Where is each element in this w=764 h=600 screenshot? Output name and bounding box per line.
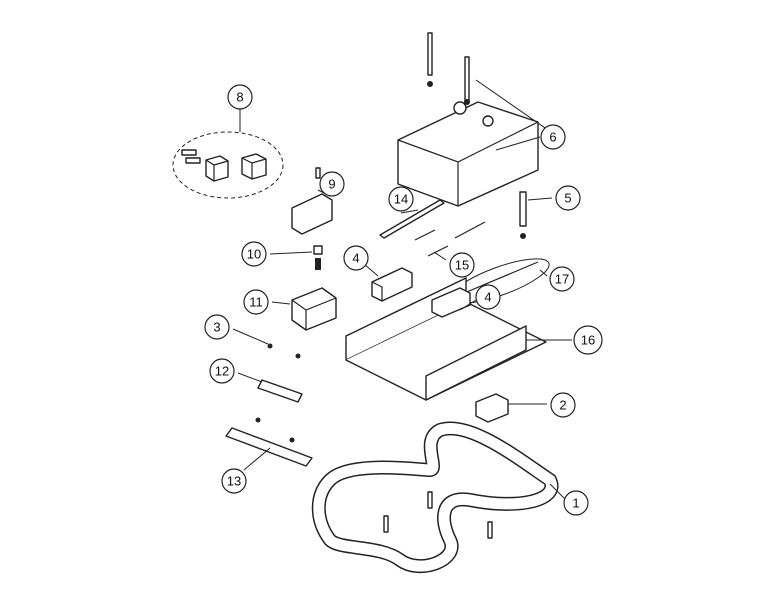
svg-text:13: 13 [227,474,241,489]
callout-5: 5 [555,185,581,211]
svg-text:6: 6 [549,130,556,145]
callout-10: 10 [241,241,267,267]
part-11-relay-cover [271,287,337,331]
svg-text:1: 1 [572,496,579,511]
svg-text:4: 4 [352,251,359,266]
callout-1: 1 [563,490,589,516]
part-2-rocker-switch [475,393,547,423]
svg-text:9: 9 [328,177,335,192]
part-12-bracket [237,372,303,403]
svg-text:12: 12 [215,364,229,379]
callout-6: 6 [540,124,566,150]
callout-15: 15 [449,252,475,278]
part-3-screw [232,328,301,359]
part-15-pins [414,221,486,261]
svg-text:10: 10 [247,247,261,262]
svg-text:5: 5 [564,191,571,206]
part-6-control-box [397,32,549,207]
part-13-mounting-plate [225,417,313,471]
callout-9: 9 [319,171,345,197]
callout-17: 17 [549,266,575,292]
callout-4a: 4 [343,245,369,271]
callout-12: 12 [209,358,235,384]
callout-8: 8 [227,84,253,132]
callout-16: 16 [573,325,603,355]
part-16-tray [345,277,572,401]
svg-text:14: 14 [394,192,408,207]
part-9-switch-module [291,167,333,235]
callout-14: 14 [388,186,414,212]
callout-4b: 4 [459,284,501,311]
svg-text:16: 16 [581,333,595,348]
svg-text:8: 8 [236,90,243,105]
part-10-nut [269,245,323,270]
svg-text:3: 3 [213,320,220,335]
svg-text:11: 11 [249,295,263,310]
svg-text:17: 17 [555,272,569,287]
svg-text:2: 2 [559,398,566,413]
callout-13: 13 [221,468,247,494]
part-5-pin [519,191,553,239]
part-4-terminal-block-a [363,263,413,302]
callout-2: 2 [550,392,576,418]
part-1-heating-element [311,421,567,574]
svg-text:4: 4 [484,290,491,305]
part-14-rod [379,199,445,239]
svg-text:15: 15 [455,258,469,273]
callout-11: 11 [243,289,269,315]
callout-3: 3 [204,314,230,340]
part-8-connectors [172,131,284,199]
